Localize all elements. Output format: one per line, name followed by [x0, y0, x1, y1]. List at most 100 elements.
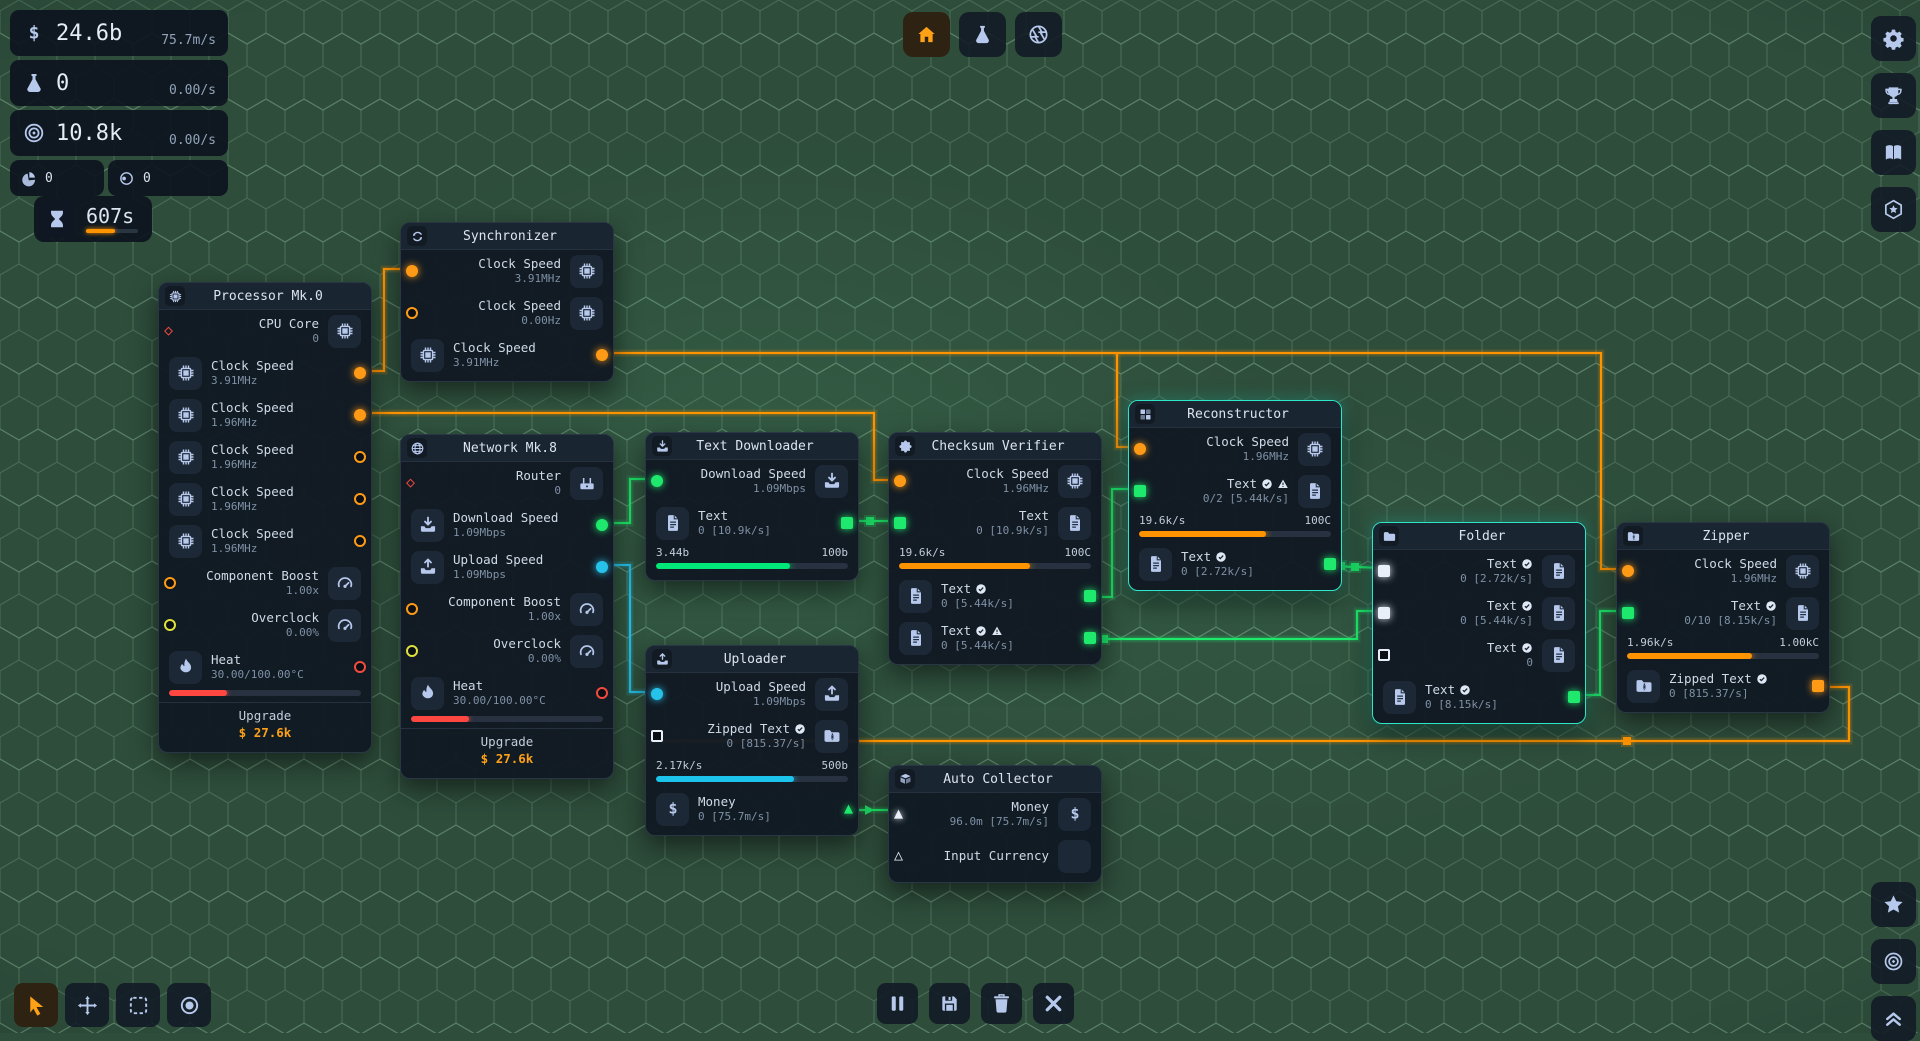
port-square[interactable] [1084, 590, 1096, 602]
port-square[interactable] [1324, 558, 1336, 570]
port-circle[interactable] [651, 688, 663, 700]
node-synchronizer[interactable]: Synchronizer Clock Speed 3.91MHz Clock S… [400, 222, 614, 382]
port-circle[interactable] [354, 493, 366, 505]
check-badge-icon [1215, 551, 1227, 563]
favorites-button[interactable] [1871, 882, 1916, 927]
io-row: Text 0 [5.44k/s] [1373, 592, 1585, 634]
port-circle[interactable] [164, 619, 176, 631]
pan-tool[interactable] [65, 983, 109, 1027]
port-square[interactable] [1378, 607, 1390, 619]
port-circle[interactable] [596, 687, 608, 699]
io-row: Clock Speed 1.96MHz [159, 394, 371, 436]
port-square[interactable] [1378, 649, 1390, 661]
mini-value: 0 [142, 170, 151, 186]
mini-value: 0 [45, 170, 53, 186]
settings-button[interactable] [1871, 16, 1916, 61]
io-row: Download Speed 1.09Mbps [401, 504, 613, 546]
port-diamond[interactable]: ◇ [406, 473, 416, 492]
port-circle[interactable] [406, 307, 418, 319]
router-icon [570, 466, 603, 500]
node-reconstructor[interactable]: Reconstructor Clock Speed 1.96MHz Text 0… [1128, 400, 1342, 591]
port-circle[interactable] [406, 645, 418, 657]
io-label: Upload Speed [453, 552, 544, 568]
io-value: 0 [75.7m/s] [698, 809, 771, 823]
port-circle[interactable] [894, 475, 906, 487]
port-square[interactable] [1812, 680, 1824, 692]
badges-button[interactable] [1871, 187, 1916, 232]
port-square[interactable] [841, 517, 853, 529]
io-text: Component Boost 1.00x [448, 594, 561, 623]
io-text: Text 0 [1487, 640, 1533, 669]
port-circle[interactable] [354, 367, 366, 379]
select-tool[interactable] [14, 983, 58, 1027]
port-circle[interactable] [354, 409, 366, 421]
node-text-downloader[interactable]: Text Downloader Download Speed 1.09Mbps … [645, 432, 859, 581]
node-network[interactable]: Network Mk.8 ◇ Router 0 Download Speed 1… [400, 434, 614, 779]
target-button[interactable] [1871, 939, 1916, 984]
io-value: 0 [312, 331, 319, 345]
port-circle[interactable] [164, 577, 176, 589]
resource-disc: 10.8k 0.00/s [10, 110, 228, 156]
port-circle[interactable] [596, 519, 608, 531]
port-triangle[interactable]: ▲ [894, 804, 904, 823]
lab-button[interactable] [959, 12, 1006, 57]
home-button[interactable] [903, 12, 950, 57]
buffer-rate: 3.44b [656, 546, 690, 559]
delete-button[interactable] [981, 983, 1022, 1024]
port-triangle[interactable]: ▲ [843, 799, 853, 818]
marquee-tool[interactable] [116, 983, 160, 1027]
port-diamond[interactable]: ◇ [164, 321, 174, 340]
guide-button[interactable] [1871, 130, 1916, 175]
close-button[interactable] [1033, 983, 1074, 1024]
port-circle[interactable] [596, 561, 608, 573]
port-circle[interactable] [1622, 565, 1634, 577]
port-square[interactable] [1622, 607, 1634, 619]
port-circle[interactable] [1134, 443, 1146, 455]
io-row: △ Input Currency [889, 835, 1101, 877]
save-icon [938, 992, 961, 1015]
port-circle[interactable] [354, 535, 366, 547]
node-title: Checksum Verifier [931, 438, 1065, 454]
save-button[interactable] [929, 983, 970, 1024]
io-text: CPU Core 0 [259, 316, 319, 345]
radius-tool[interactable] [167, 983, 211, 1027]
io-row: Text 0 [8.15k/s] [1373, 676, 1585, 718]
port-square[interactable] [651, 730, 663, 742]
node-zipper[interactable]: Zipper Clock Speed 1.96MHz Text 0/10 [8.… [1616, 522, 1830, 713]
io-label: Text [1181, 549, 1212, 565]
port-circle[interactable] [354, 661, 366, 673]
prestige-button[interactable] [1015, 12, 1062, 57]
port-circle[interactable] [406, 265, 418, 277]
port-circle[interactable] [651, 475, 663, 487]
doc-icon [1298, 474, 1331, 508]
node-processor[interactable]: Processor Mk.0 ◇ CPU Core 0 Clock Speed … [158, 282, 372, 753]
port-triangle[interactable]: △ [894, 846, 904, 865]
io-value: 0/10 [8.15k/s] [1684, 613, 1777, 627]
port-square[interactable] [894, 517, 906, 529]
io-text: Download Speed 1.09Mbps [453, 510, 558, 539]
resource-flask: 0 0.00/s [10, 60, 228, 106]
upgrade-button[interactable]: Upgrade $ 27.6k [401, 728, 613, 773]
buffer-rate: 2.17k/s [656, 759, 703, 772]
node-uploader[interactable]: Uploader Upload Speed 1.09Mbps Zipped Te… [645, 645, 859, 836]
port-square[interactable] [1568, 691, 1580, 703]
port-square[interactable] [1134, 485, 1146, 497]
port-circle[interactable] [596, 349, 608, 361]
io-row: ◇ Router 0 [401, 462, 613, 504]
io-text: Clock Speed 1.96MHz [211, 442, 294, 471]
io-value: 1.09Mbps [753, 694, 806, 708]
port-circle[interactable] [354, 451, 366, 463]
folder-icon [1379, 526, 1399, 546]
io-label: Heat [453, 678, 484, 694]
node-auto-collector[interactable]: Auto Collector ▲ Money 96.0m [75.7m/s] △… [888, 765, 1102, 883]
collapse-button[interactable] [1871, 996, 1916, 1041]
port-square[interactable] [1084, 632, 1096, 644]
node-folder[interactable]: Folder Text 0 [2.72k/s] Text 0 [5.44k/s]… [1372, 522, 1586, 724]
upgrade-button[interactable]: Upgrade $ 27.6k [159, 702, 371, 747]
achievements-button[interactable] [1871, 73, 1916, 118]
port-square[interactable] [1378, 565, 1390, 577]
port-circle[interactable] [406, 603, 418, 615]
download-icon [815, 464, 848, 498]
node-checksum-verifier[interactable]: Checksum Verifier Clock Speed 1.96MHz Te… [888, 432, 1102, 665]
pause-button[interactable] [877, 983, 918, 1024]
